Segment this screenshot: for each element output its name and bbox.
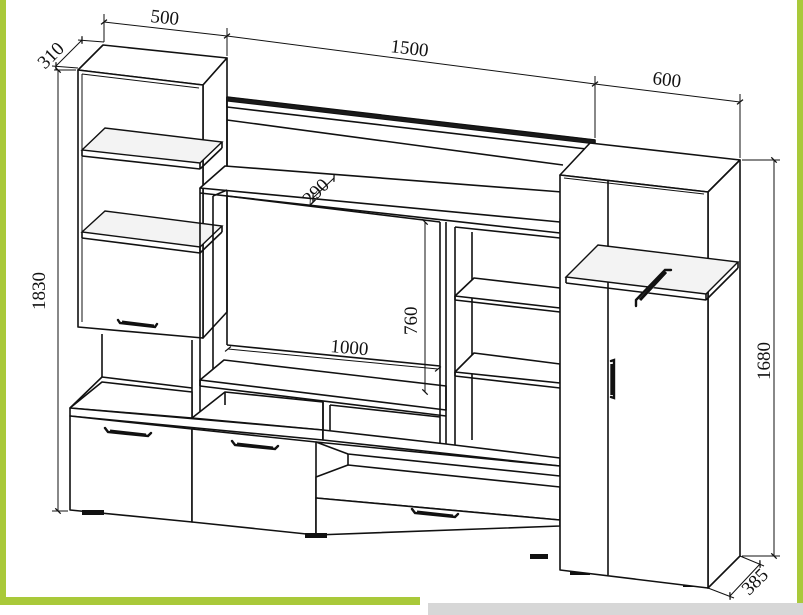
- dim-right-cabinet-depth: 385: [738, 565, 773, 600]
- right-cabinet: [559, 142, 741, 589]
- base-drawer-middle-handle: [230, 439, 280, 451]
- dim-right-cabinet-width: 600: [651, 68, 682, 92]
- dim-tv-niche-width: 1000: [330, 336, 370, 360]
- right-glass-shelf: [564, 244, 740, 301]
- base-drawer-left-handle: [103, 426, 153, 438]
- right-inner-handle: [634, 268, 673, 308]
- dim-right-cabinet-height: 1680: [754, 342, 775, 380]
- left-glass-shelf-upper: [80, 127, 224, 170]
- base-drawer-right-handle: [410, 507, 460, 519]
- lower-base-top: [69, 381, 561, 467]
- dim-tv-niche-height: 760: [401, 307, 422, 336]
- left-cabinet-handle: [116, 318, 159, 329]
- dim-left-cabinet-depth: 310: [34, 38, 69, 73]
- left-upper-cabinet: [77, 44, 228, 339]
- center-right-shelves: [454, 226, 561, 461]
- dim-total-height: 1830: [29, 272, 50, 310]
- dim-center-width: 1500: [389, 36, 429, 61]
- left-glass-shelf-lower: [80, 210, 224, 254]
- tv-niche: [199, 189, 456, 448]
- right-door-handle: [609, 358, 616, 400]
- dimension-lines: [51, 14, 780, 600]
- dim-left-cabinet-width: 500: [149, 6, 180, 30]
